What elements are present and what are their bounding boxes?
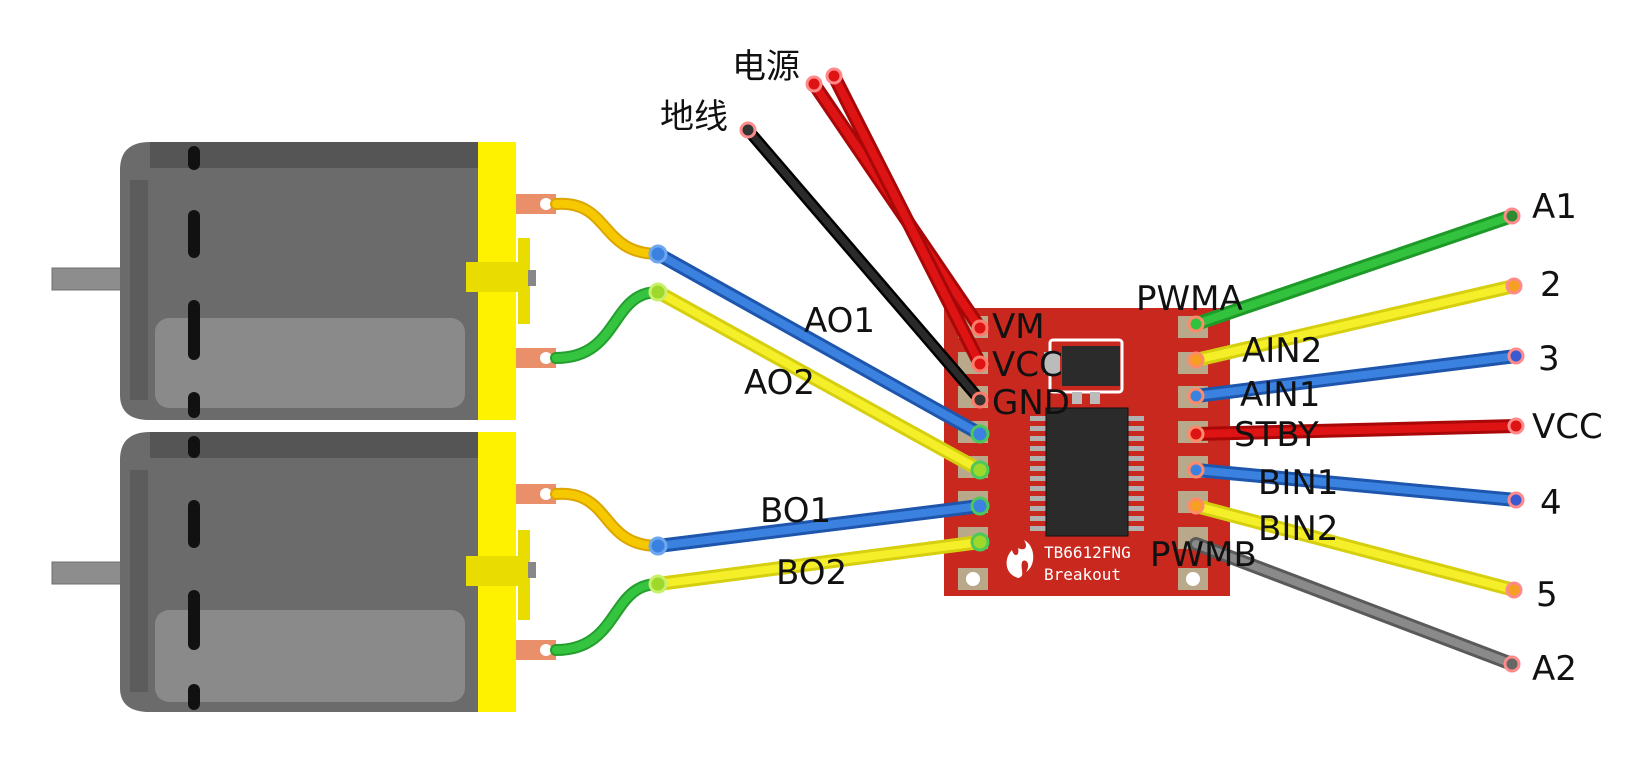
label-end-a1: A1: [1532, 187, 1577, 227]
motor-b-shaft: [51, 561, 123, 585]
label-ao1: AO1: [804, 301, 875, 341]
motor-b-lead-green: [550, 578, 664, 656]
label-pin-vcc: VCC: [992, 345, 1063, 385]
board-subtitle: Breakout: [1044, 565, 1121, 584]
label-pin-bin1: BIN1: [1258, 463, 1338, 503]
driver-ic: [1045, 407, 1129, 537]
label-ground: 地线: [660, 97, 728, 137]
label-end-a2: A2: [1532, 649, 1577, 689]
wires: [550, 69, 1523, 671]
motor-b: [51, 432, 556, 712]
label-pin-bin2: BIN2: [1258, 509, 1338, 549]
driver-board: TB6612FNG Breakout: [944, 308, 1230, 596]
wire-ends: [648, 67, 1525, 673]
label-pin-ain1: AIN1: [1240, 375, 1320, 415]
labels: 电源 地线 VM VCC GND PWMA AIN2 AIN1 STBY BIN…: [660, 47, 1603, 689]
label-end-vcc: VCC: [1532, 407, 1603, 447]
label-pin-gnd: GND: [992, 383, 1070, 423]
motor-a: [51, 142, 556, 420]
label-pin-pwmb: PWMB: [1150, 535, 1257, 575]
label-pin-pwma: PWMA: [1136, 279, 1243, 319]
label-bo2: BO2: [776, 553, 847, 593]
label-pin-vm: VM: [992, 307, 1045, 347]
label-end-5: 5: [1536, 575, 1558, 615]
motor-a-lead-green: [550, 286, 664, 364]
label-end-2: 2: [1540, 265, 1562, 305]
label-end-4: 4: [1540, 483, 1562, 523]
flame-logo-icon: [1006, 540, 1034, 578]
board-name: TB6612FNG: [1044, 543, 1131, 562]
label-power-supply: 电源: [732, 47, 800, 87]
motor-a-shaft: [51, 267, 123, 291]
label-pin-stby: STBY: [1234, 415, 1319, 455]
label-ao2: AO2: [744, 363, 815, 403]
regulator-chip: [1062, 346, 1120, 386]
label-end-3: 3: [1538, 339, 1560, 379]
label-pin-ain2: AIN2: [1242, 331, 1322, 371]
label-bo1: BO1: [760, 491, 831, 531]
